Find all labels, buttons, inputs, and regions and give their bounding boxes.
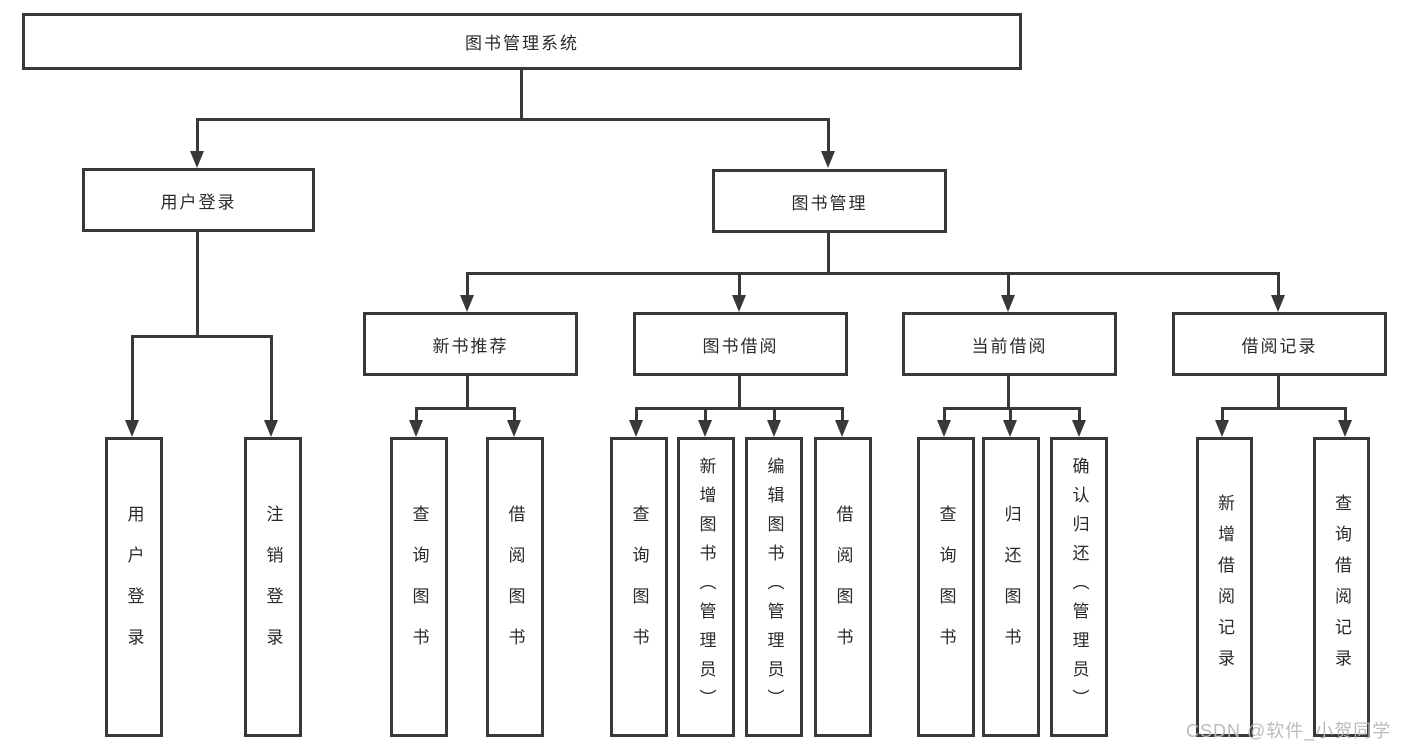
connector-to-leaf-query-current <box>943 407 946 423</box>
node-new-book-recommend: 新书推荐 <box>363 312 578 376</box>
arrowhead-book-borrowing <box>732 295 746 312</box>
leaf-add-books-admin: 新增图书（管理员） <box>677 437 735 737</box>
node-current-borrowing-label: 当前借阅 <box>971 336 1048 356</box>
leaf-logout-label: 注销登录 <box>263 505 283 669</box>
leaf-query-books-current: 查询图书 <box>917 437 975 737</box>
connector-borrow-records-stem <box>1277 376 1280 410</box>
node-book-borrowing: 图书借阅 <box>633 312 848 376</box>
connector-book-management-branch <box>466 272 1280 275</box>
arrowhead-leaf-add-books <box>698 420 712 437</box>
csdn-watermark: CSDN @软件_小贺同学 <box>1186 721 1392 741</box>
arrowhead-leaf-query-recommend <box>409 420 423 437</box>
arrowhead-leaf-logout <box>264 420 278 437</box>
node-new-book-recommend-label: 新书推荐 <box>432 336 509 356</box>
connector-book-borrowing-stem <box>738 376 741 410</box>
leaf-user-login: 用户登录 <box>105 437 163 737</box>
leaf-logout: 注销登录 <box>244 437 302 737</box>
connector-root-branch <box>196 118 830 121</box>
leaf-query-books-borrowing-label: 查询图书 <box>629 505 649 669</box>
connector-to-user-login <box>196 118 199 154</box>
arrowhead-leaf-user-login <box>125 420 139 437</box>
connector-to-current-borrowing <box>1007 272 1010 298</box>
arrowhead-leaf-edit-books <box>767 420 781 437</box>
leaf-query-books-current-label: 查询图书 <box>936 505 956 669</box>
leaf-return-books-label: 归还图书 <box>1001 505 1021 669</box>
leaf-borrow-books-borrowing: 借阅图书 <box>814 437 872 737</box>
arrowhead-leaf-return-books <box>1003 420 1017 437</box>
connector-to-book-management <box>827 118 830 154</box>
connector-root-stem <box>520 70 523 121</box>
root-node-label: 图书管理系统 <box>465 34 579 53</box>
connector-to-leaf-add-books <box>704 407 707 423</box>
leaf-query-borrow-record: 查询借阅记录 <box>1313 437 1370 737</box>
connector-book-management-stem <box>827 233 830 275</box>
arrowhead-new-book-recommend <box>460 295 474 312</box>
leaf-borrow-books-recommend: 借阅图书 <box>486 437 544 737</box>
connector-user-login-stem <box>196 232 199 338</box>
connector-to-leaf-confirm-return <box>1078 407 1081 423</box>
leaf-borrow-books-borrowing-label: 借阅图书 <box>833 505 853 669</box>
connector-to-leaf-query-borrowing <box>635 407 638 423</box>
connector-to-leaf-query-recommend <box>415 407 418 423</box>
node-user-login: 用户登录 <box>82 168 315 232</box>
arrowhead-leaf-borrow-recommend <box>507 420 521 437</box>
connector-borrow-records-branch <box>1221 407 1347 410</box>
node-user-login-label: 用户登录 <box>160 192 237 212</box>
leaf-confirm-return-admin-label: 确认归还（管理员） <box>1069 456 1089 718</box>
connector-to-leaf-borrow-borrowing <box>841 407 844 423</box>
connector-to-leaf-query-record <box>1344 407 1347 423</box>
connector-to-leaf-user-login <box>131 335 134 423</box>
connector-user-login-branch <box>131 335 273 338</box>
arrowhead-leaf-confirm-return <box>1072 420 1086 437</box>
node-borrow-records: 借阅记录 <box>1172 312 1387 376</box>
arrowhead-leaf-borrow-borrowing <box>835 420 849 437</box>
leaf-confirm-return-admin: 确认归还（管理员） <box>1050 437 1108 737</box>
leaf-user-login-label: 用户登录 <box>124 505 144 669</box>
arrowhead-book-management <box>821 151 835 168</box>
connector-to-new-book-recommend <box>466 272 469 298</box>
node-book-management: 图书管理 <box>712 169 947 233</box>
node-book-management-label: 图书管理 <box>791 193 868 213</box>
leaf-query-books-recommend-label: 查询图书 <box>409 505 429 669</box>
leaf-edit-books-admin-label: 编辑图书（管理员） <box>764 456 784 718</box>
arrowhead-user-login <box>190 151 204 168</box>
arrowhead-leaf-query-current <box>937 420 951 437</box>
node-borrow-records-label: 借阅记录 <box>1241 336 1318 356</box>
leaf-query-books-borrowing: 查询图书 <box>610 437 668 737</box>
leaf-add-borrow-record-label: 新增借阅记录 <box>1215 494 1234 680</box>
connector-to-borrow-records <box>1277 272 1280 298</box>
connector-to-leaf-borrow-recommend <box>513 407 516 423</box>
connector-current-borrowing-branch <box>943 407 1081 410</box>
node-current-borrowing: 当前借阅 <box>902 312 1117 376</box>
connector-current-borrowing-stem <box>1007 376 1010 410</box>
arrowhead-borrow-records <box>1271 295 1285 312</box>
leaf-add-borrow-record: 新增借阅记录 <box>1196 437 1253 737</box>
leaf-add-books-admin-label: 新增图书（管理员） <box>696 456 716 718</box>
arrowhead-leaf-query-record <box>1338 420 1352 437</box>
arrowhead-leaf-query-borrowing <box>629 420 643 437</box>
node-book-borrowing-label: 图书借阅 <box>702 336 779 356</box>
leaf-edit-books-admin: 编辑图书（管理员） <box>745 437 803 737</box>
connector-to-leaf-edit-books <box>773 407 776 423</box>
root-node-library-system: 图书管理系统 <box>22 13 1022 70</box>
connector-book-borrowing-branch <box>635 407 844 410</box>
leaf-query-borrow-record-label: 查询借阅记录 <box>1332 494 1351 680</box>
connector-new-book-recommend-branch <box>415 407 516 410</box>
connector-to-book-borrowing <box>738 272 741 298</box>
connector-to-leaf-return-books <box>1009 407 1012 423</box>
connector-to-leaf-add-record <box>1221 407 1224 423</box>
arrowhead-current-borrowing <box>1001 295 1015 312</box>
connector-new-book-recommend-stem <box>466 376 469 410</box>
arrowhead-leaf-add-record <box>1215 420 1229 437</box>
leaf-borrow-books-recommend-label: 借阅图书 <box>505 505 525 669</box>
leaf-return-books: 归还图书 <box>982 437 1040 737</box>
connector-to-leaf-logout <box>270 335 273 423</box>
leaf-query-books-recommend: 查询图书 <box>390 437 448 737</box>
